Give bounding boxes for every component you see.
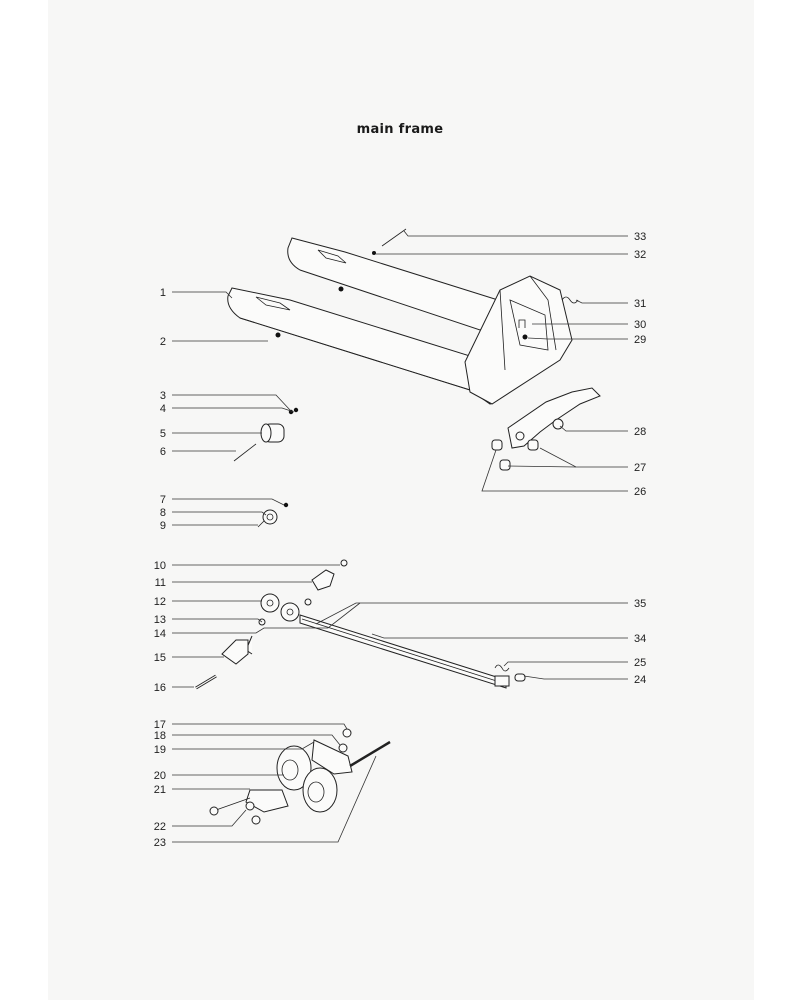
linkage-drawing (491, 387, 601, 471)
callout-25: 25 (634, 657, 646, 669)
callout-9: 9 (160, 520, 166, 532)
callout-32: 32 (634, 249, 646, 261)
leader-lines (172, 291, 377, 843)
callout-28: 28 (634, 426, 646, 438)
bearing-drawing (257, 502, 289, 528)
callout-17: 17 (154, 719, 166, 731)
steering-axle-drawing (195, 559, 526, 690)
callout-30: 30 (634, 319, 646, 331)
load-wheel-drawing (233, 407, 299, 462)
callout-2: 2 (160, 336, 166, 348)
main-frame-drawing (227, 237, 573, 405)
callout-23: 23 (154, 837, 166, 849)
drawing-sheet (48, 0, 754, 1000)
callout-24: 24 (634, 674, 646, 686)
callout-3: 3 (160, 390, 166, 402)
callout-5: 5 (160, 428, 166, 440)
callout-33: 33 (634, 231, 646, 243)
callout-13: 13 (154, 614, 166, 626)
callout-10: 10 (154, 560, 166, 572)
callout-18: 18 (154, 730, 166, 742)
callout-29: 29 (634, 334, 646, 346)
callout-15: 15 (154, 652, 166, 664)
diagram-title: main frame (356, 122, 444, 137)
callout-20: 20 (154, 770, 166, 782)
callout-31: 31 (634, 298, 646, 310)
callout-6: 6 (160, 446, 166, 458)
callout-7: 7 (160, 494, 166, 506)
callout-27: 27 (634, 462, 646, 474)
callout-35: 35 (634, 598, 646, 610)
callout-21: 21 (154, 784, 166, 796)
callout-8: 8 (160, 507, 166, 519)
callout-12: 12 (154, 596, 166, 608)
roller-assembly-drawing (209, 728, 391, 825)
leader-lines-right (315, 230, 628, 680)
callout-labels: 1 2 3 4 5 6 7 8 9 10 11 12 13 14 15 16 1… (154, 231, 647, 849)
callout-16: 16 (154, 682, 166, 694)
callout-26: 26 (634, 486, 646, 498)
callout-11: 11 (155, 577, 166, 589)
callout-4: 4 (160, 403, 166, 415)
callout-1: 1 (160, 287, 166, 299)
callout-34: 34 (634, 633, 646, 645)
callout-14: 14 (154, 628, 166, 640)
callout-22: 22 (154, 821, 166, 833)
callout-19: 19 (154, 744, 166, 756)
